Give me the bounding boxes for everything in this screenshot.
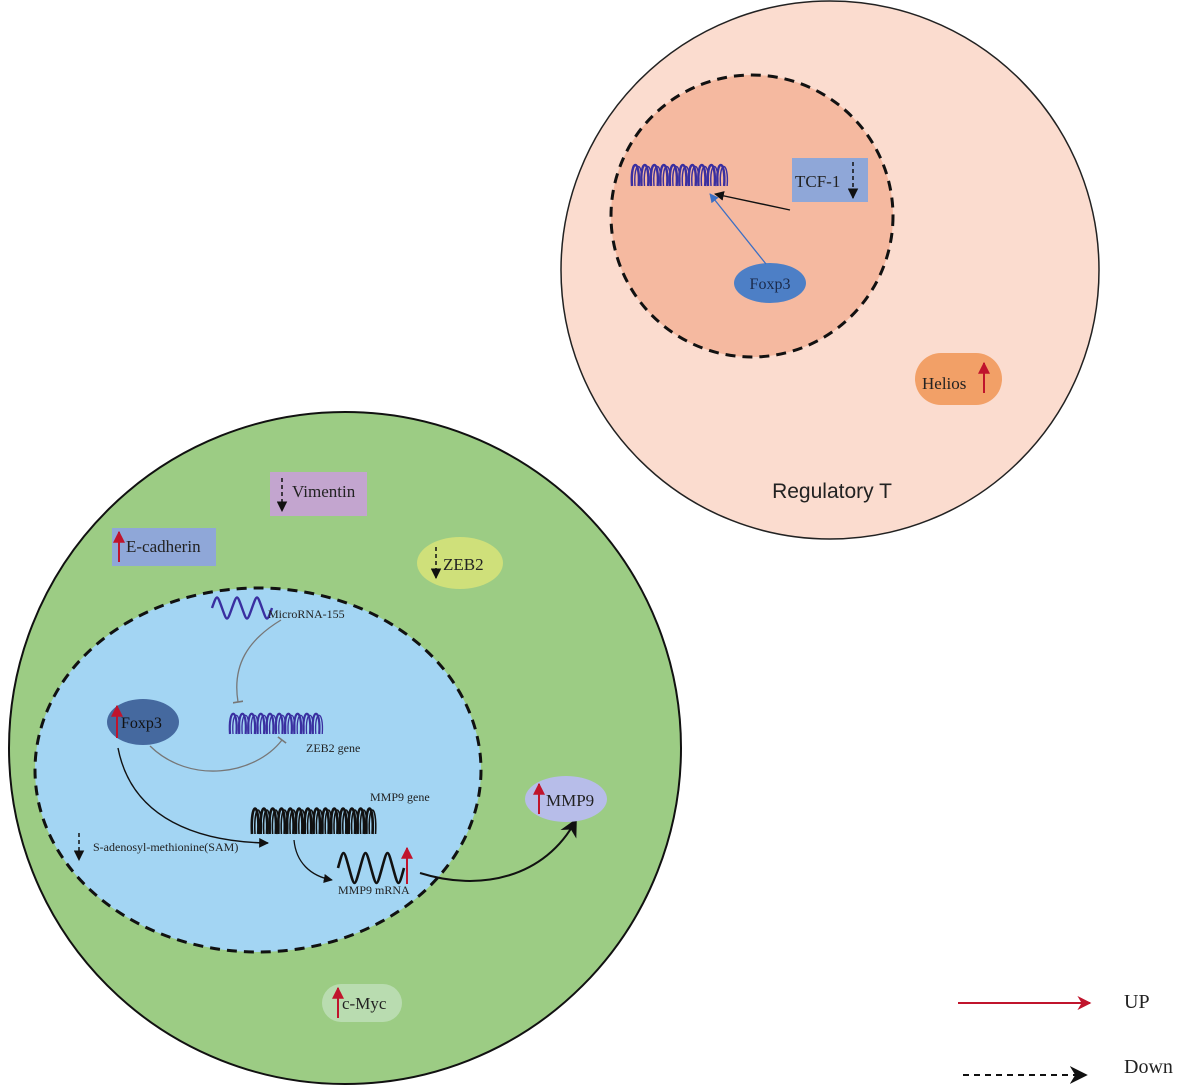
tumor-foxp3-label: Foxp3 (121, 715, 162, 732)
mmp9-oval (525, 776, 607, 822)
coil-loop (250, 807, 260, 835)
coil-loop (716, 164, 726, 187)
zeb2-label: ZEB2 (443, 555, 484, 574)
tcf1-to-gene-arrow (714, 191, 791, 211)
treg-foxp3-oval (734, 263, 806, 303)
coil-loop (356, 807, 366, 835)
ecadherin-label: E-cadherin (126, 537, 201, 556)
coil-loop (630, 164, 641, 187)
coil-loop (293, 712, 303, 735)
regulatory-t-cell: TCF-1 Foxp3 Helios Regulatory T (560, 0, 1100, 540)
coil-loop (285, 807, 295, 835)
tumor-cell: Vimentin E-cadherin ZEB2 MicroRNA-155 ZE… (8, 411, 682, 1085)
foxp3-to-mmp9-gene-arrow (117, 747, 269, 848)
coil-loop (347, 807, 357, 835)
foxp3-to-gene-arrow (709, 193, 767, 265)
coil-loop (228, 712, 238, 735)
coil-loop (312, 807, 322, 835)
coil-loop (265, 712, 275, 735)
treg-foxp3-label: Foxp3 (750, 276, 791, 293)
coil-loop (276, 807, 287, 835)
coil-loop (659, 164, 669, 187)
coil-loop (256, 712, 266, 735)
microrna-wave-icon (210, 596, 274, 620)
microrna-label: MicroRNA-155 (268, 607, 345, 621)
coil-loop (268, 807, 278, 835)
coil-loop (247, 712, 257, 735)
coil-loop (302, 712, 312, 735)
tcf1-label: TCF-1 (795, 172, 840, 191)
helios-label: Helios (922, 374, 966, 393)
legend-up-label: UP (1124, 991, 1150, 1013)
coil-loop (320, 807, 331, 835)
coil-loop (303, 807, 313, 835)
foxp3-inhibits-zeb2-gene (149, 736, 287, 772)
microrna-inhibits-zeb2-gene (232, 619, 282, 704)
mmp9-gene-label: MMP9 gene (370, 790, 430, 804)
legend: UP Down (958, 991, 1173, 1084)
coil-loop (668, 164, 679, 187)
wave-line (336, 851, 406, 885)
coil-loop (706, 164, 717, 187)
coil-loop-inner (719, 165, 729, 187)
coil-loop (364, 807, 375, 835)
coil-loop (283, 712, 293, 735)
vimentin-label: Vimentin (292, 482, 356, 501)
treg-gene-coil-icon (630, 164, 729, 187)
coil-loop (294, 807, 304, 835)
coil-loop-inner (314, 714, 324, 735)
mrna-to-mmp9-arrow (419, 818, 577, 882)
zeb2-gene-coil-icon (228, 712, 324, 735)
coil-loop (649, 164, 660, 187)
mmp9-label: MMP9 (546, 791, 594, 810)
legend-down-label: Down (1124, 1056, 1173, 1078)
coil-loop (237, 712, 247, 735)
mmp9-gene-to-mrna-arrow (293, 839, 333, 884)
coil-loop (687, 164, 698, 187)
mmp9-gene-coil-icon (250, 807, 377, 835)
tumor-nucleus (33, 586, 483, 954)
ecadherin-box (112, 528, 216, 566)
coil-loop-inner (368, 809, 377, 835)
coil-loop (274, 712, 284, 735)
coil-loop (640, 164, 650, 187)
coil-loop (697, 164, 707, 187)
sam-label: S-adenosyl-methionine(SAM) (93, 840, 238, 854)
mmp9-mrna-label: MMP9 mRNA (338, 883, 410, 897)
tumor-foxp3-oval (107, 699, 179, 745)
coil-loop (678, 164, 688, 187)
cmyc-label: c-Myc (342, 994, 387, 1013)
coil-loop (311, 712, 321, 735)
zeb2-gene-label: ZEB2 gene (306, 741, 360, 755)
treg-cell-label: Regulatory T (772, 480, 892, 503)
coil-loop (329, 807, 339, 835)
coil-loop (338, 807, 348, 835)
coil-loop (259, 807, 269, 835)
treg-nucleus (609, 73, 895, 359)
mmp9-mrna-wave-icon (336, 851, 406, 885)
wave-line (210, 596, 274, 620)
